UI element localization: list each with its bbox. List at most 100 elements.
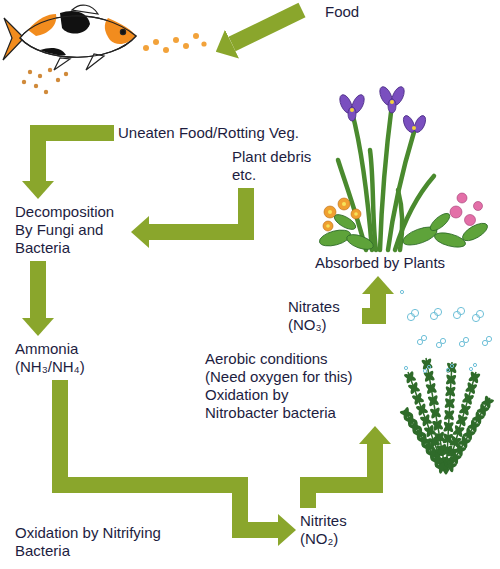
waste-pellets-part <box>22 80 26 84</box>
bubble <box>463 337 468 342</box>
weed-leaf <box>444 385 456 398</box>
weed-leaf <box>443 409 456 421</box>
pond-plants-part <box>338 198 350 210</box>
pond-plants-part <box>350 108 354 112</box>
stage-block: Aerobic conditions (Need oxygen for this… <box>205 350 360 422</box>
bubble <box>469 367 472 370</box>
pond-plants-part <box>323 198 361 231</box>
flow-arrow <box>38 133 114 181</box>
bubble <box>473 363 476 366</box>
pond-plants-part <box>388 99 396 113</box>
flow-arrow <box>308 444 375 508</box>
weed-leaf <box>481 398 495 406</box>
pond-plants-part <box>433 230 467 250</box>
waste-pellets-part <box>48 68 52 72</box>
weed-leaf <box>461 394 475 404</box>
pond-plants-part <box>326 224 330 228</box>
food-pellets-part <box>153 39 159 45</box>
pond-plants-part <box>318 210 490 252</box>
stage-block: Nitrites (NO₂) <box>300 512 370 548</box>
pond-plants-part <box>457 193 467 203</box>
bubble <box>440 338 445 343</box>
weed-stem <box>404 410 446 474</box>
pond-plants-part <box>450 206 462 218</box>
weed-leaf <box>445 362 458 374</box>
stage-text: Nitrates (NO₃) <box>288 298 358 334</box>
bubble <box>446 368 449 371</box>
weed-leaf <box>421 357 432 370</box>
pond-plants-part <box>348 107 356 121</box>
weed-leaf <box>446 361 458 374</box>
flow-arrow <box>30 261 46 318</box>
stage-text: Aerobic conditions (Need oxygen for this… <box>205 350 360 422</box>
bubble <box>486 336 491 341</box>
bubble <box>434 308 441 315</box>
pond-plants-part <box>345 232 375 253</box>
weed-leaf <box>458 404 472 414</box>
waste-pellets-part <box>28 70 32 74</box>
flow-arrow <box>362 294 378 316</box>
stage-block: Absorbed by Plants <box>315 254 445 272</box>
waste-pellets <box>22 68 68 94</box>
pond-plants-part <box>349 93 367 115</box>
stage-block: Uneaten Food/Rotting Veg. <box>118 124 299 142</box>
pond-plants-part <box>326 202 358 228</box>
waste-pellets-part <box>56 78 60 82</box>
food-pellets-part <box>183 43 189 49</box>
weed-leaf <box>420 358 433 369</box>
oxygenating-weed <box>399 357 494 474</box>
stage-block: Decomposition By Fungi and Bacteria <box>15 203 125 257</box>
input-label: Food <box>325 3 500 21</box>
pond-plants-part <box>370 150 376 250</box>
stage-text: Nitrites (NO₂) <box>300 512 370 548</box>
bubble <box>404 366 407 369</box>
pond-plants-part <box>337 93 355 115</box>
weed-leaf <box>443 409 455 422</box>
pond-plants-part <box>388 132 414 250</box>
stage-block: Ammonia (NH₃/NH₄) <box>15 340 110 376</box>
pond-plants-part <box>337 85 428 134</box>
weed-leaf <box>409 381 419 395</box>
food-pellets-part <box>173 37 179 43</box>
pond-plants-part <box>474 202 483 211</box>
pond-plants-part <box>354 212 358 216</box>
koi-fish-part <box>54 58 70 70</box>
bubble <box>421 335 426 340</box>
pond-plants-part <box>465 215 476 226</box>
weed-leaf <box>431 419 444 430</box>
weed-leaf <box>403 407 410 421</box>
weed-leaf <box>405 370 415 384</box>
bubble <box>430 312 437 319</box>
stage-text: Uneaten Food/Rotting Veg. <box>118 124 299 142</box>
pond-plants-part <box>377 85 395 107</box>
bubble <box>423 369 426 372</box>
weed-leaf <box>423 370 434 383</box>
pond-plants-part <box>351 209 361 219</box>
weed-leaf <box>445 373 457 386</box>
food-pellets <box>143 33 207 53</box>
koi-fish-part <box>60 11 90 34</box>
pond-plants <box>318 85 490 253</box>
bubble <box>476 310 483 317</box>
bubble <box>453 311 460 318</box>
pond-plants-part <box>328 210 332 214</box>
food-pellets-part <box>201 41 206 46</box>
koi-fish-part <box>120 29 125 34</box>
bubble <box>457 307 464 314</box>
pond-plants-part <box>460 220 490 244</box>
weed-leaf <box>444 385 457 397</box>
pond-plants-part <box>401 114 417 134</box>
bubble <box>472 314 479 321</box>
waste-pellets-part <box>38 74 42 78</box>
koi-fish-part <box>40 48 66 55</box>
weed-leaf <box>464 383 478 393</box>
waste-pellets-part <box>44 90 48 94</box>
food-pellets-part <box>163 47 169 53</box>
bubble <box>400 290 403 293</box>
pond-plants-part <box>324 206 336 218</box>
weed-leaf <box>442 421 455 433</box>
koi-fish-part <box>72 5 98 14</box>
waste-pellets-part <box>34 84 38 88</box>
